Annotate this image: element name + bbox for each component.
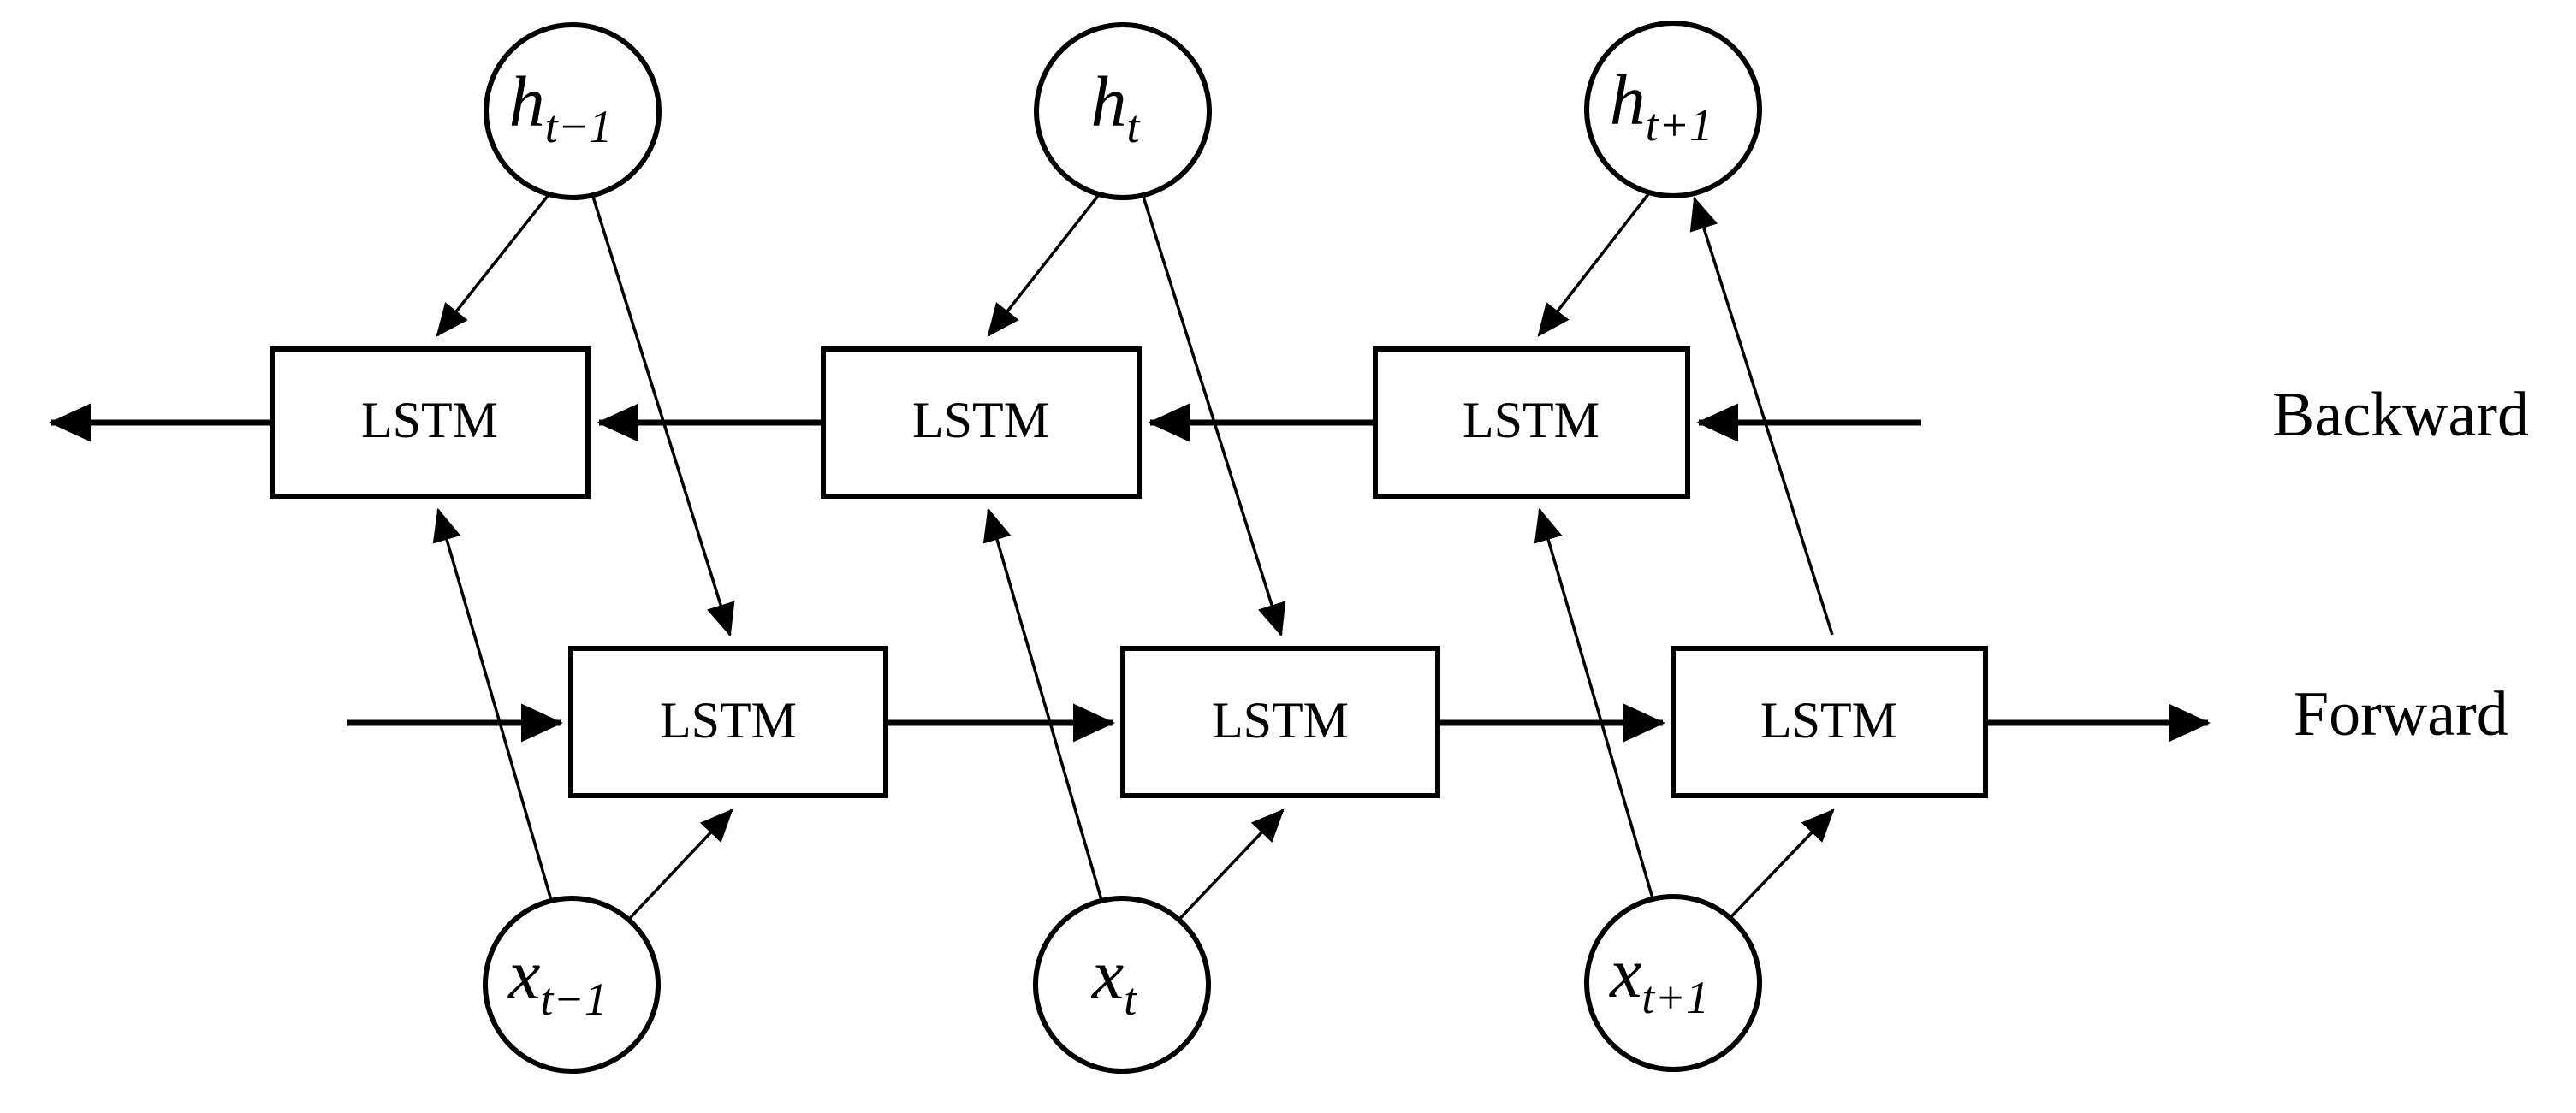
h-t-minus-1-base: h	[509, 62, 545, 142]
forward-lstm-2-box[interactable]	[1120, 646, 1440, 798]
edge-x3-to-backward3	[1534, 507, 1654, 899]
x-t-plus-1-base: x	[1608, 933, 1641, 1013]
h-t-minus-1-circle[interactable]	[484, 22, 662, 200]
edge-x2-to-backward2	[982, 507, 1103, 901]
forward-lstm-cell-1[interactable]: LSTM	[568, 646, 888, 798]
forward-lstm-3-label: LSTM	[1760, 692, 1897, 749]
x-t-base: x	[1090, 935, 1124, 1015]
x-t-subscript: t	[1124, 974, 1138, 1025]
backward-cells: LSTM LSTM LSTM	[270, 346, 1690, 499]
x-t-plus-1-subscript: t+1	[1641, 972, 1708, 1023]
input-node-x-t-plus-1[interactable]: xt+1	[1584, 894, 1762, 1072]
backward-row-label: Backward	[2272, 380, 2529, 450]
x-t-plus-1-label: xt+1	[1608, 933, 1709, 1023]
backward-lstm-2-label: LSTM	[912, 392, 1049, 448]
forward-cells: LSTM LSTM LSTM	[568, 646, 1988, 798]
x-t-circle[interactable]	[1033, 896, 1211, 1074]
forward-lstm-1-label: LSTM	[660, 692, 797, 749]
x-t-minus-1-subscript: t−1	[540, 974, 607, 1025]
edge-x1-to-backward1	[432, 507, 553, 901]
backward-lstm-cell-1[interactable]: LSTM	[270, 346, 591, 499]
h-t-subscript: t	[1126, 101, 1141, 152]
backward-lstm-cell-3[interactable]: LSTM	[1373, 346, 1690, 499]
h-t-circle[interactable]	[1034, 22, 1212, 200]
row-labels: Backward Forward	[2272, 380, 2529, 749]
edge-x1-to-forward1	[618, 808, 733, 931]
input-to-cell-edges	[432, 507, 1835, 931]
x-t-minus-1-label: xt−1	[507, 935, 608, 1025]
backward-lstm-1-box[interactable]	[270, 346, 591, 499]
h-t-plus-1-circle[interactable]	[1584, 21, 1762, 198]
forward-lstm-cell-2[interactable]: LSTM	[1120, 646, 1440, 798]
forward-row-label: Forward	[2294, 679, 2508, 749]
hidden-node-h-t[interactable]: ht	[1034, 22, 1212, 200]
hidden-node-h-t-plus-1[interactable]: ht+1	[1584, 21, 1762, 198]
x-t-plus-1-circle[interactable]	[1584, 894, 1762, 1072]
input-node-x-t[interactable]: xt	[1033, 896, 1211, 1074]
forward-lstm-3-box[interactable]	[1671, 646, 1988, 798]
edge-h2-to-backward2	[987, 194, 1100, 337]
backward-lstm-3-label: LSTM	[1463, 392, 1600, 448]
backward-lstm-cell-2[interactable]: LSTM	[821, 346, 1142, 499]
x-t-minus-1-base: x	[507, 935, 540, 1015]
h-t-plus-1-base: h	[1610, 61, 1646, 140]
h-t-minus-1-subscript: t−1	[545, 101, 612, 152]
hidden-to-cell-edges	[436, 192, 1834, 637]
forward-lstm-1-box[interactable]	[568, 646, 888, 798]
hidden-nodes: ht−1 ht ht+1	[484, 21, 1762, 200]
edge-h3-to-backward3	[1537, 192, 1650, 337]
x-t-label: xt	[1090, 935, 1138, 1025]
edge-h2-to-forward2	[1142, 196, 1286, 637]
input-nodes: xt−1 xt xt+1	[483, 894, 1762, 1074]
edge-x2-to-forward2	[1168, 808, 1285, 931]
h-t-label: ht	[1090, 62, 1141, 152]
forward-lstm-2-label: LSTM	[1212, 692, 1349, 749]
backward-lstm-3-box[interactable]	[1373, 346, 1690, 499]
hidden-node-h-t-minus-1[interactable]: ht−1	[484, 22, 662, 200]
backward-lstm-1-label: LSTM	[361, 392, 498, 448]
h-t-plus-1-subscript: t+1	[1646, 99, 1712, 151]
edge-forward3-to-h3	[1689, 196, 1834, 636]
forward-lstm-cell-3[interactable]: LSTM	[1671, 646, 1988, 798]
x-t-minus-1-circle[interactable]	[483, 896, 661, 1074]
input-node-x-t-minus-1[interactable]: xt−1	[483, 896, 661, 1074]
h-t-base: h	[1090, 62, 1126, 142]
edge-h1-to-backward1	[436, 194, 549, 337]
edge-h1-to-forward1	[591, 196, 735, 637]
edge-x3-to-forward3	[1719, 808, 1835, 929]
backward-lstm-2-box[interactable]	[821, 346, 1142, 499]
h-t-minus-1-label: ht−1	[509, 62, 612, 152]
h-t-plus-1-label: ht+1	[1610, 61, 1712, 151]
